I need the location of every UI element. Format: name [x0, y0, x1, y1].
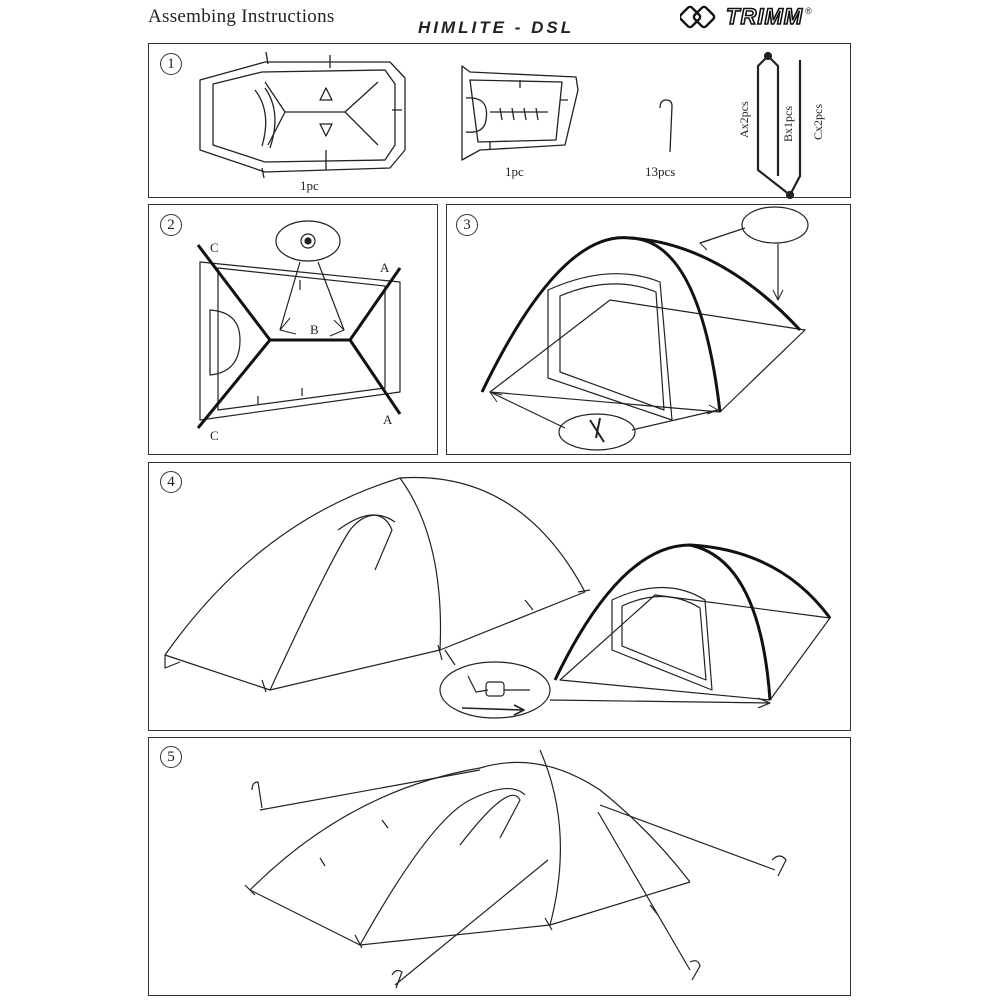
brand-logo: TRIMM ® [680, 2, 812, 32]
pole-a-top-label: A [380, 260, 390, 275]
tent-peg-drawing [659, 99, 673, 153]
step-3-panel [446, 204, 851, 455]
brand-emblem-icon [680, 5, 716, 29]
pole-b-quantity-label: Bx1pcs [781, 106, 795, 142]
step-2-number: 2 [160, 214, 182, 236]
step-1-number: 1 [160, 53, 182, 75]
step-2-panel [148, 204, 438, 455]
step-5-panel [148, 737, 851, 996]
brand-registered-mark: ® [805, 6, 812, 16]
step-3-pole-arcs [480, 236, 802, 413]
step-4-number: 4 [160, 471, 182, 493]
step-5-number: 5 [160, 746, 182, 768]
step-1-panel [148, 43, 851, 198]
pegs-quantity-label: 13pcs [645, 164, 675, 179]
pole-c-bottom-label: C [210, 428, 219, 443]
flysheet-quantity-label: 1pc [505, 164, 524, 179]
pole-a-bottom-label: A [383, 412, 393, 427]
pole-frame-lines [196, 244, 402, 429]
pole-c-top-label: C [210, 240, 219, 255]
step-4-panel [148, 462, 851, 731]
flysheet-drawing [461, 65, 579, 161]
model-name: HIMLITE - DSL [418, 18, 575, 37]
step-3-number: 3 [456, 214, 478, 236]
tent-poles-drawing [756, 51, 802, 200]
pole-a-quantity-label: Ax2pcs [737, 101, 751, 138]
inner-tent-quantity-label: 1pc [300, 178, 319, 193]
instructions-title: Assembing Instructions [148, 6, 335, 27]
step-4-pole-arcs [553, 543, 832, 701]
brand-name: TRIMM [725, 3, 804, 30]
pole-c-quantity-label: Cx2pcs [811, 104, 825, 140]
pole-b-label: B [310, 322, 319, 337]
inner-tent-floor-drawing [199, 51, 406, 179]
